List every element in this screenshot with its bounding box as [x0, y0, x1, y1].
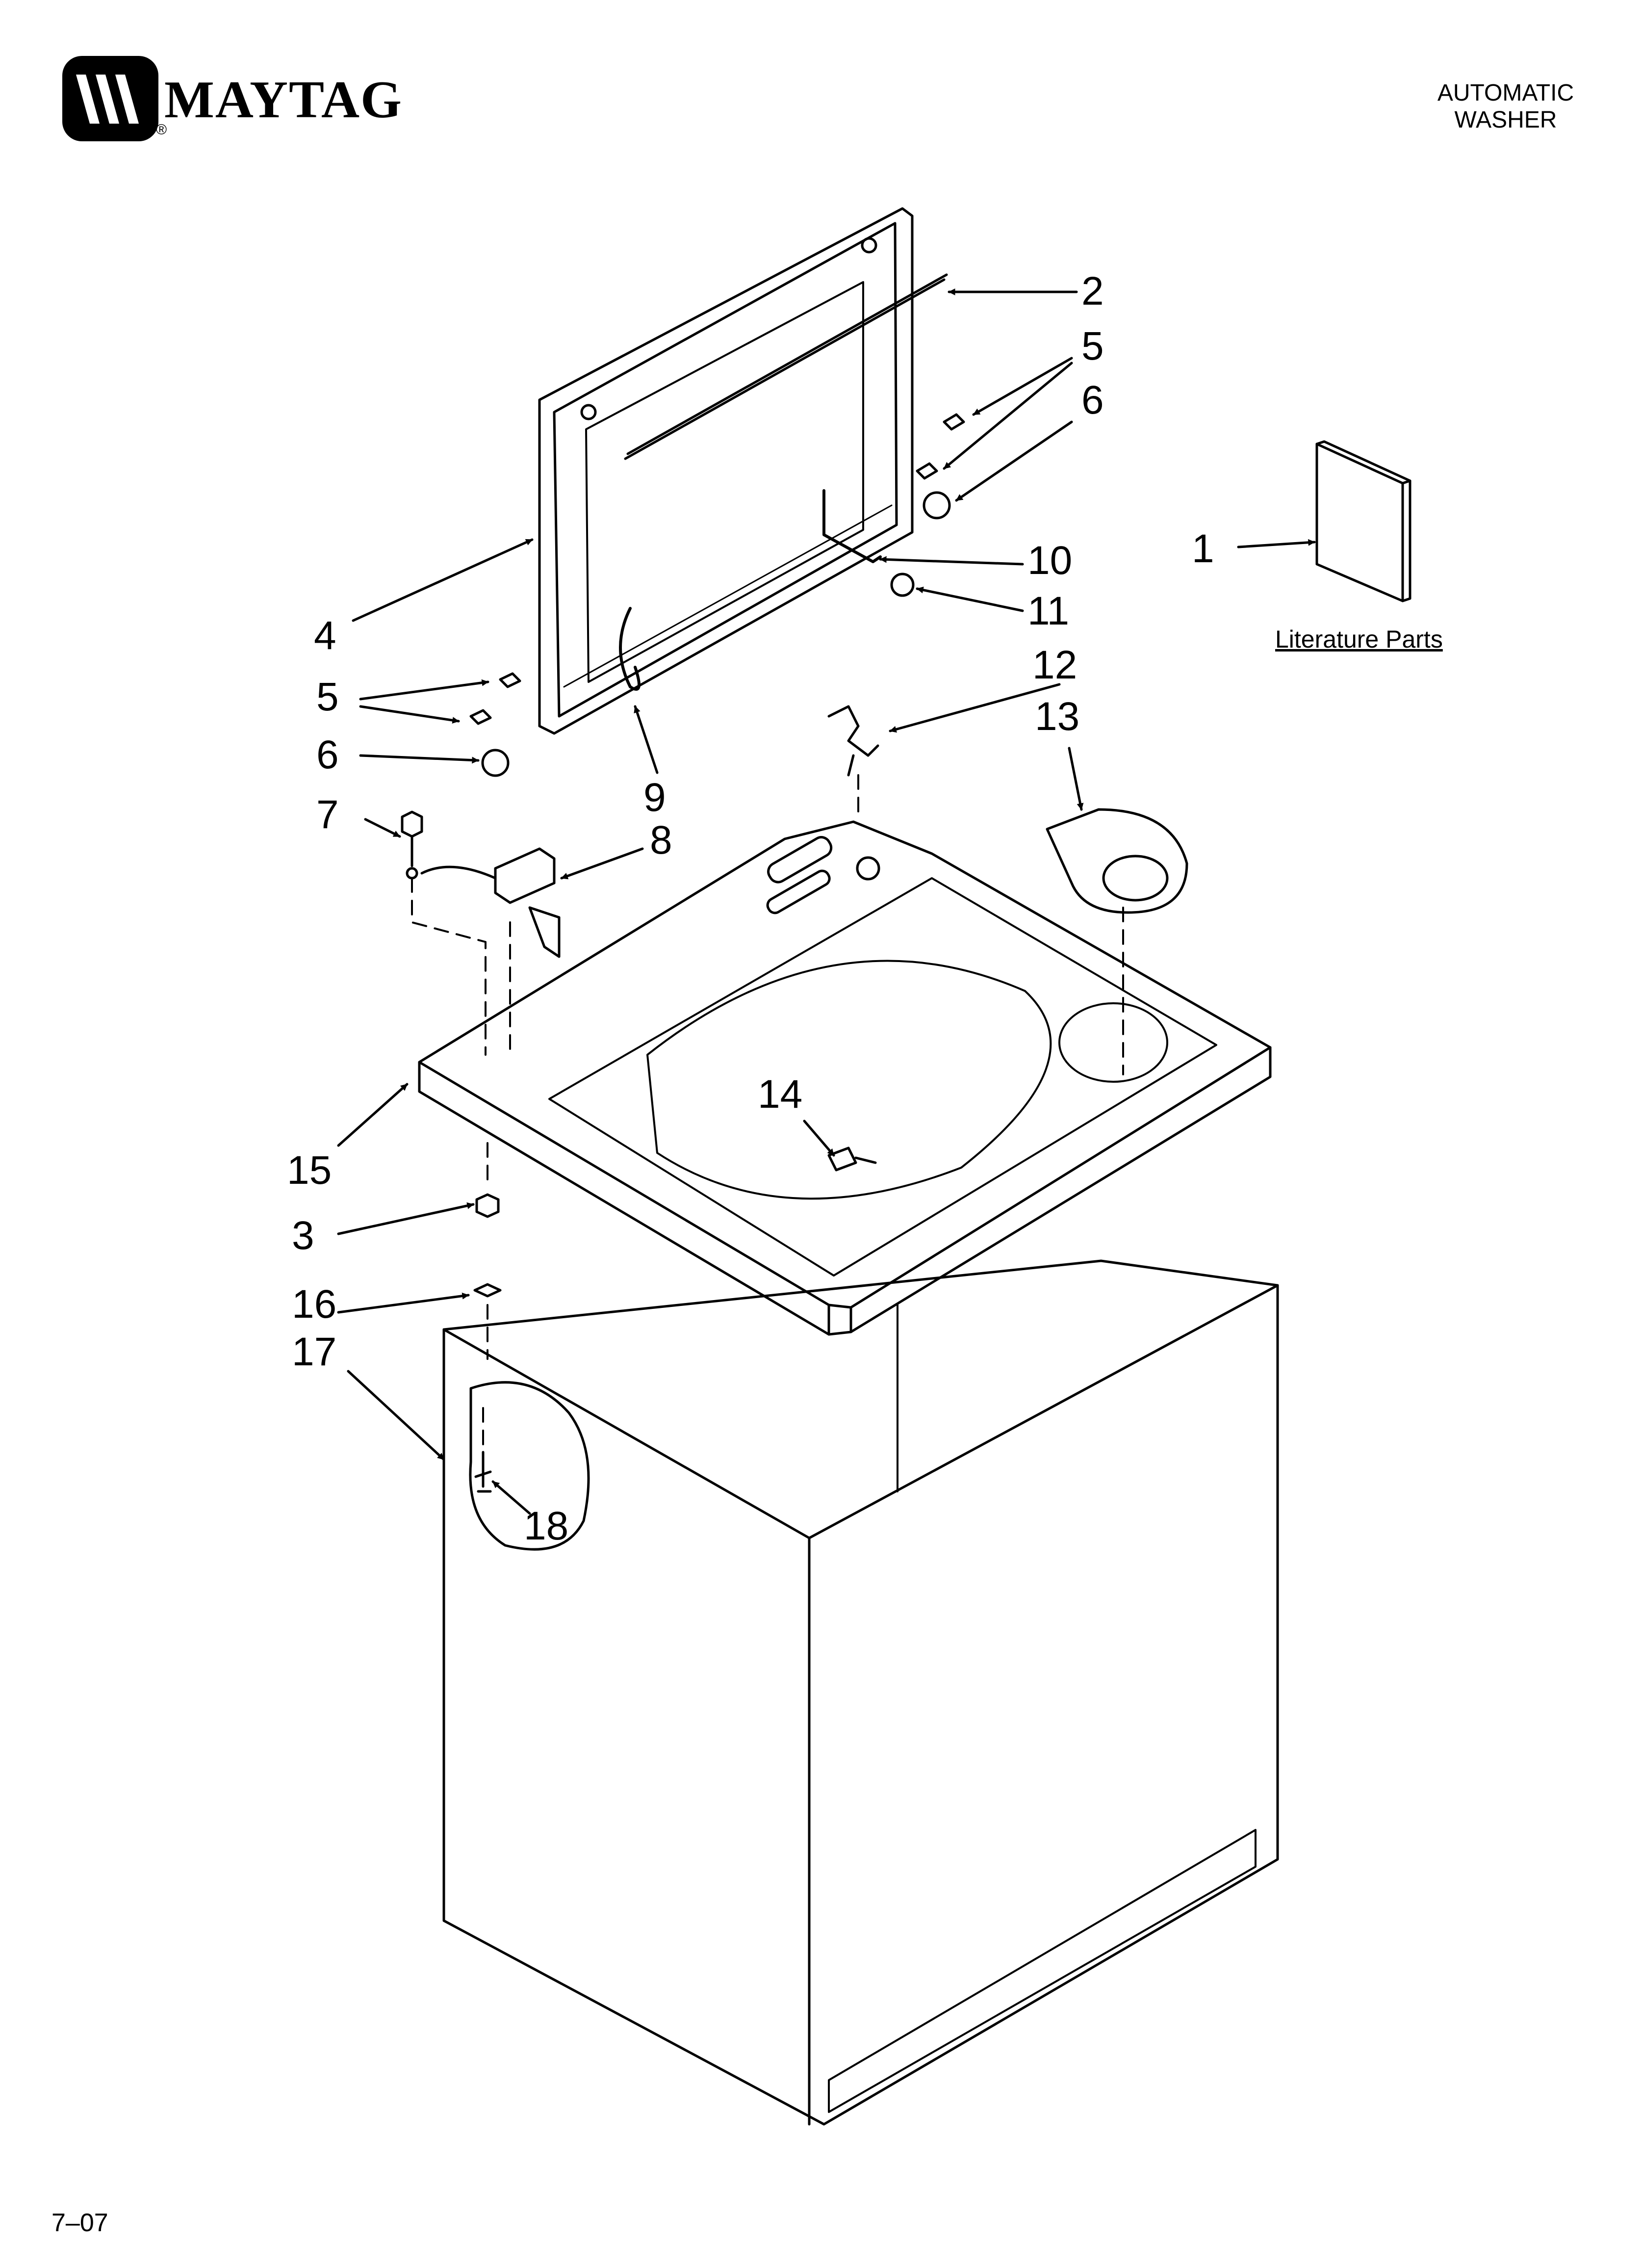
lid-assembly	[538, 207, 914, 735]
callout-13: 13	[1035, 694, 1080, 739]
callout-17: 17	[292, 1330, 337, 1374]
top-cover	[418, 820, 1272, 1336]
callout-3: 3	[292, 1213, 314, 1258]
cabinet-cutaway	[469, 1381, 590, 1551]
document-title: AUTOMATIC WASHER	[1422, 79, 1589, 133]
title-line-2: WASHER	[1454, 107, 1557, 133]
top-screw	[827, 1147, 877, 1172]
callout-16: 16	[292, 1282, 337, 1327]
hex-nut	[475, 1193, 500, 1218]
hinge-rod	[624, 273, 948, 460]
callout-6-right: 6	[1081, 378, 1104, 422]
dispenser-clip	[827, 705, 879, 777]
right-hinge-parts	[822, 413, 965, 597]
literature-parts-label: Literature Parts	[1275, 626, 1443, 653]
page-code: 7–07	[51, 2209, 108, 2237]
callout-9: 9	[643, 775, 666, 820]
assembly-dashes	[411, 774, 1124, 1448]
title-line-1: AUTOMATIC	[1437, 80, 1574, 106]
bleach-cup	[1046, 808, 1188, 914]
maytag-logo-icon	[62, 56, 158, 141]
registered-mark: ®	[156, 122, 167, 138]
callout-8: 8	[650, 818, 672, 862]
callout-5-right: 5	[1081, 324, 1104, 368]
callout-18: 18	[524, 1504, 569, 1548]
callout-14: 14	[758, 1072, 803, 1117]
callout-12: 12	[1032, 643, 1078, 687]
callout-10: 10	[1027, 538, 1073, 583]
literature-booklet	[1315, 440, 1411, 602]
callout-5-left: 5	[316, 675, 339, 719]
callout-4: 4	[314, 613, 336, 658]
cabinet	[442, 1259, 1279, 2126]
callout-leaders	[337, 288, 1316, 1515]
callout-2: 2	[1081, 269, 1104, 313]
callout-11: 11	[1027, 589, 1070, 633]
lid-switch-parts	[401, 810, 561, 958]
callout-6-left: 6	[316, 732, 339, 777]
cabinet-clip	[473, 1283, 502, 1298]
left-hinge-parts	[469, 607, 641, 777]
brand-name: MAYTAG	[164, 71, 403, 129]
callout-1: 1	[1192, 526, 1214, 571]
callout-7: 7	[316, 792, 339, 837]
callout-15: 15	[287, 1148, 332, 1193]
